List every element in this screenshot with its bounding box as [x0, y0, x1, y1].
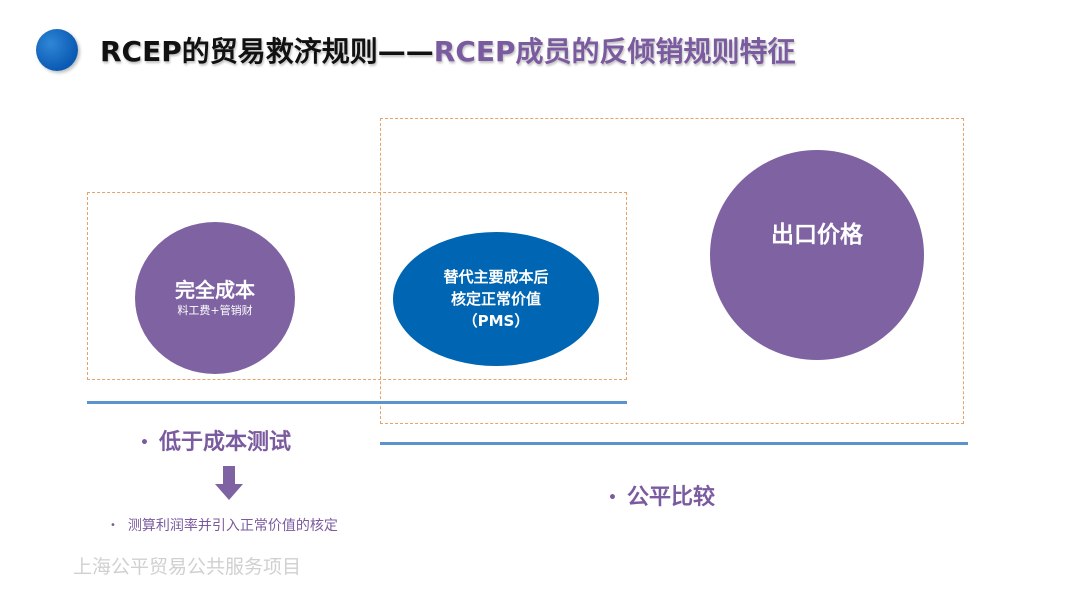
profit-rate-label: 测算利润率并引入正常价值的核定: [127, 518, 338, 534]
fair-comparison-dashed-box: [380, 118, 964, 424]
below-cost-test-label: 低于成本测试: [158, 430, 291, 455]
full-cost-label: 完全成本: [175, 278, 255, 302]
fair-comparison-underline: [380, 442, 968, 445]
sub-bullet-dot: •: [110, 520, 116, 531]
title-part-sub: RCEP成员的反倾销规则特征: [433, 35, 796, 68]
pms-line-2: 核定正常价值: [450, 290, 541, 308]
below-cost-test-bullet: • 低于成本测试: [140, 428, 291, 458]
export-price-label: 出口价格: [771, 222, 863, 248]
title-bullet-dot: [36, 29, 78, 71]
pms-ellipse: 替代主要成本后 核定正常价值 （PMS）: [393, 232, 599, 366]
pms-line-3: （PMS）: [462, 312, 530, 330]
slide-title: RCEP的贸易救济规则——RCEP成员的反倾销规则特征: [100, 32, 796, 72]
pms-line-1: 替代主要成本后: [443, 268, 549, 286]
title-part-main: RCEP的贸易救济规则——: [100, 35, 434, 68]
cost-test-underline: [87, 401, 627, 404]
fair-comparison-bullet: • 公平比较: [608, 483, 715, 513]
cost-test-dashed-box: [87, 192, 627, 380]
footer-text: 上海公平贸易公共服务项目: [73, 556, 302, 578]
profit-rate-sub-bullet: • 测算利润率并引入正常价值的核定: [110, 515, 338, 537]
bullet-dot: •: [608, 490, 617, 506]
full-cost-circle: 完全成本 料工费+管销财: [135, 222, 295, 374]
down-arrow-icon: [215, 466, 243, 500]
export-price-circle: 出口价格: [710, 150, 924, 360]
full-cost-sublabel: 料工费+管销财: [177, 304, 253, 317]
fair-comparison-label: 公平比较: [626, 485, 715, 510]
bullet-dot: •: [140, 435, 149, 451]
